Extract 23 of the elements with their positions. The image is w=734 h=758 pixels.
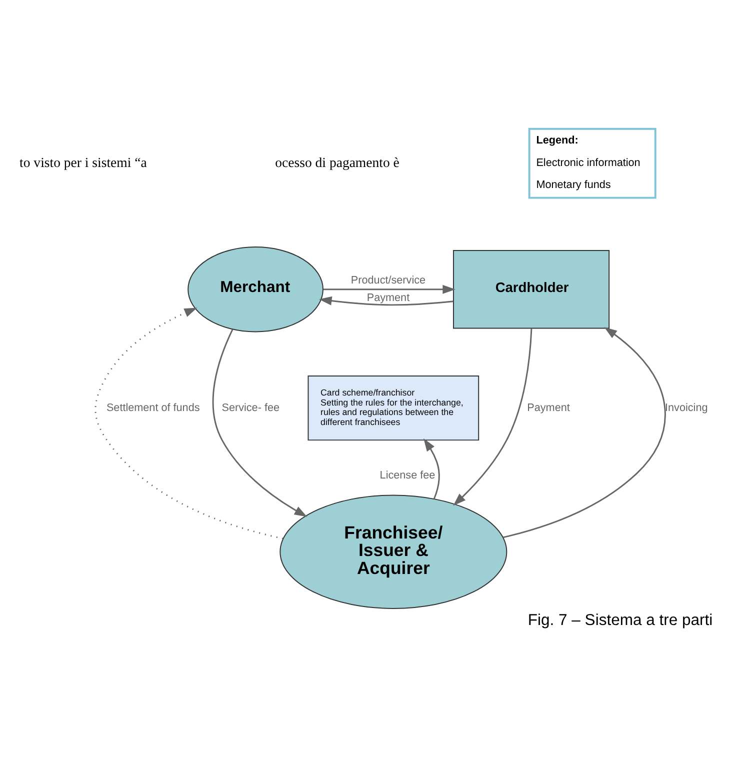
arrow [318, 296, 454, 306]
edge-label: Payment [527, 402, 570, 414]
node-box: Cardholder [453, 250, 610, 329]
node-box: Card scheme/franchisor Setting the rules for the interchange, rules and regulations between the different franchisees [308, 376, 480, 441]
arrow [424, 438, 440, 500]
arrow [323, 284, 456, 294]
caption: Fig. 7 – Sistema a tre parti [528, 612, 713, 629]
arrow [212, 329, 308, 517]
label: ocesso di pagamento è [275, 154, 400, 170]
edge-label: Product/service [350, 274, 426, 286]
arrow [502, 327, 666, 538]
arrow [94, 308, 284, 540]
legend-label: Electronic information [536, 157, 640, 170]
edge-label: Payment [366, 292, 410, 304]
label: Legend: [536, 134, 578, 146]
label: to visto per i sistemi “a [20, 154, 147, 170]
edge-label: Invoicing [665, 402, 708, 414]
edge-label: License fee [380, 469, 436, 482]
edge-label: Settlement of funds [106, 402, 200, 414]
arrow [453, 328, 532, 506]
legend-label: Monetary funds [536, 178, 611, 191]
node-ellipse: Merchant [188, 246, 324, 332]
edge-label: Service- fee [222, 402, 280, 414]
